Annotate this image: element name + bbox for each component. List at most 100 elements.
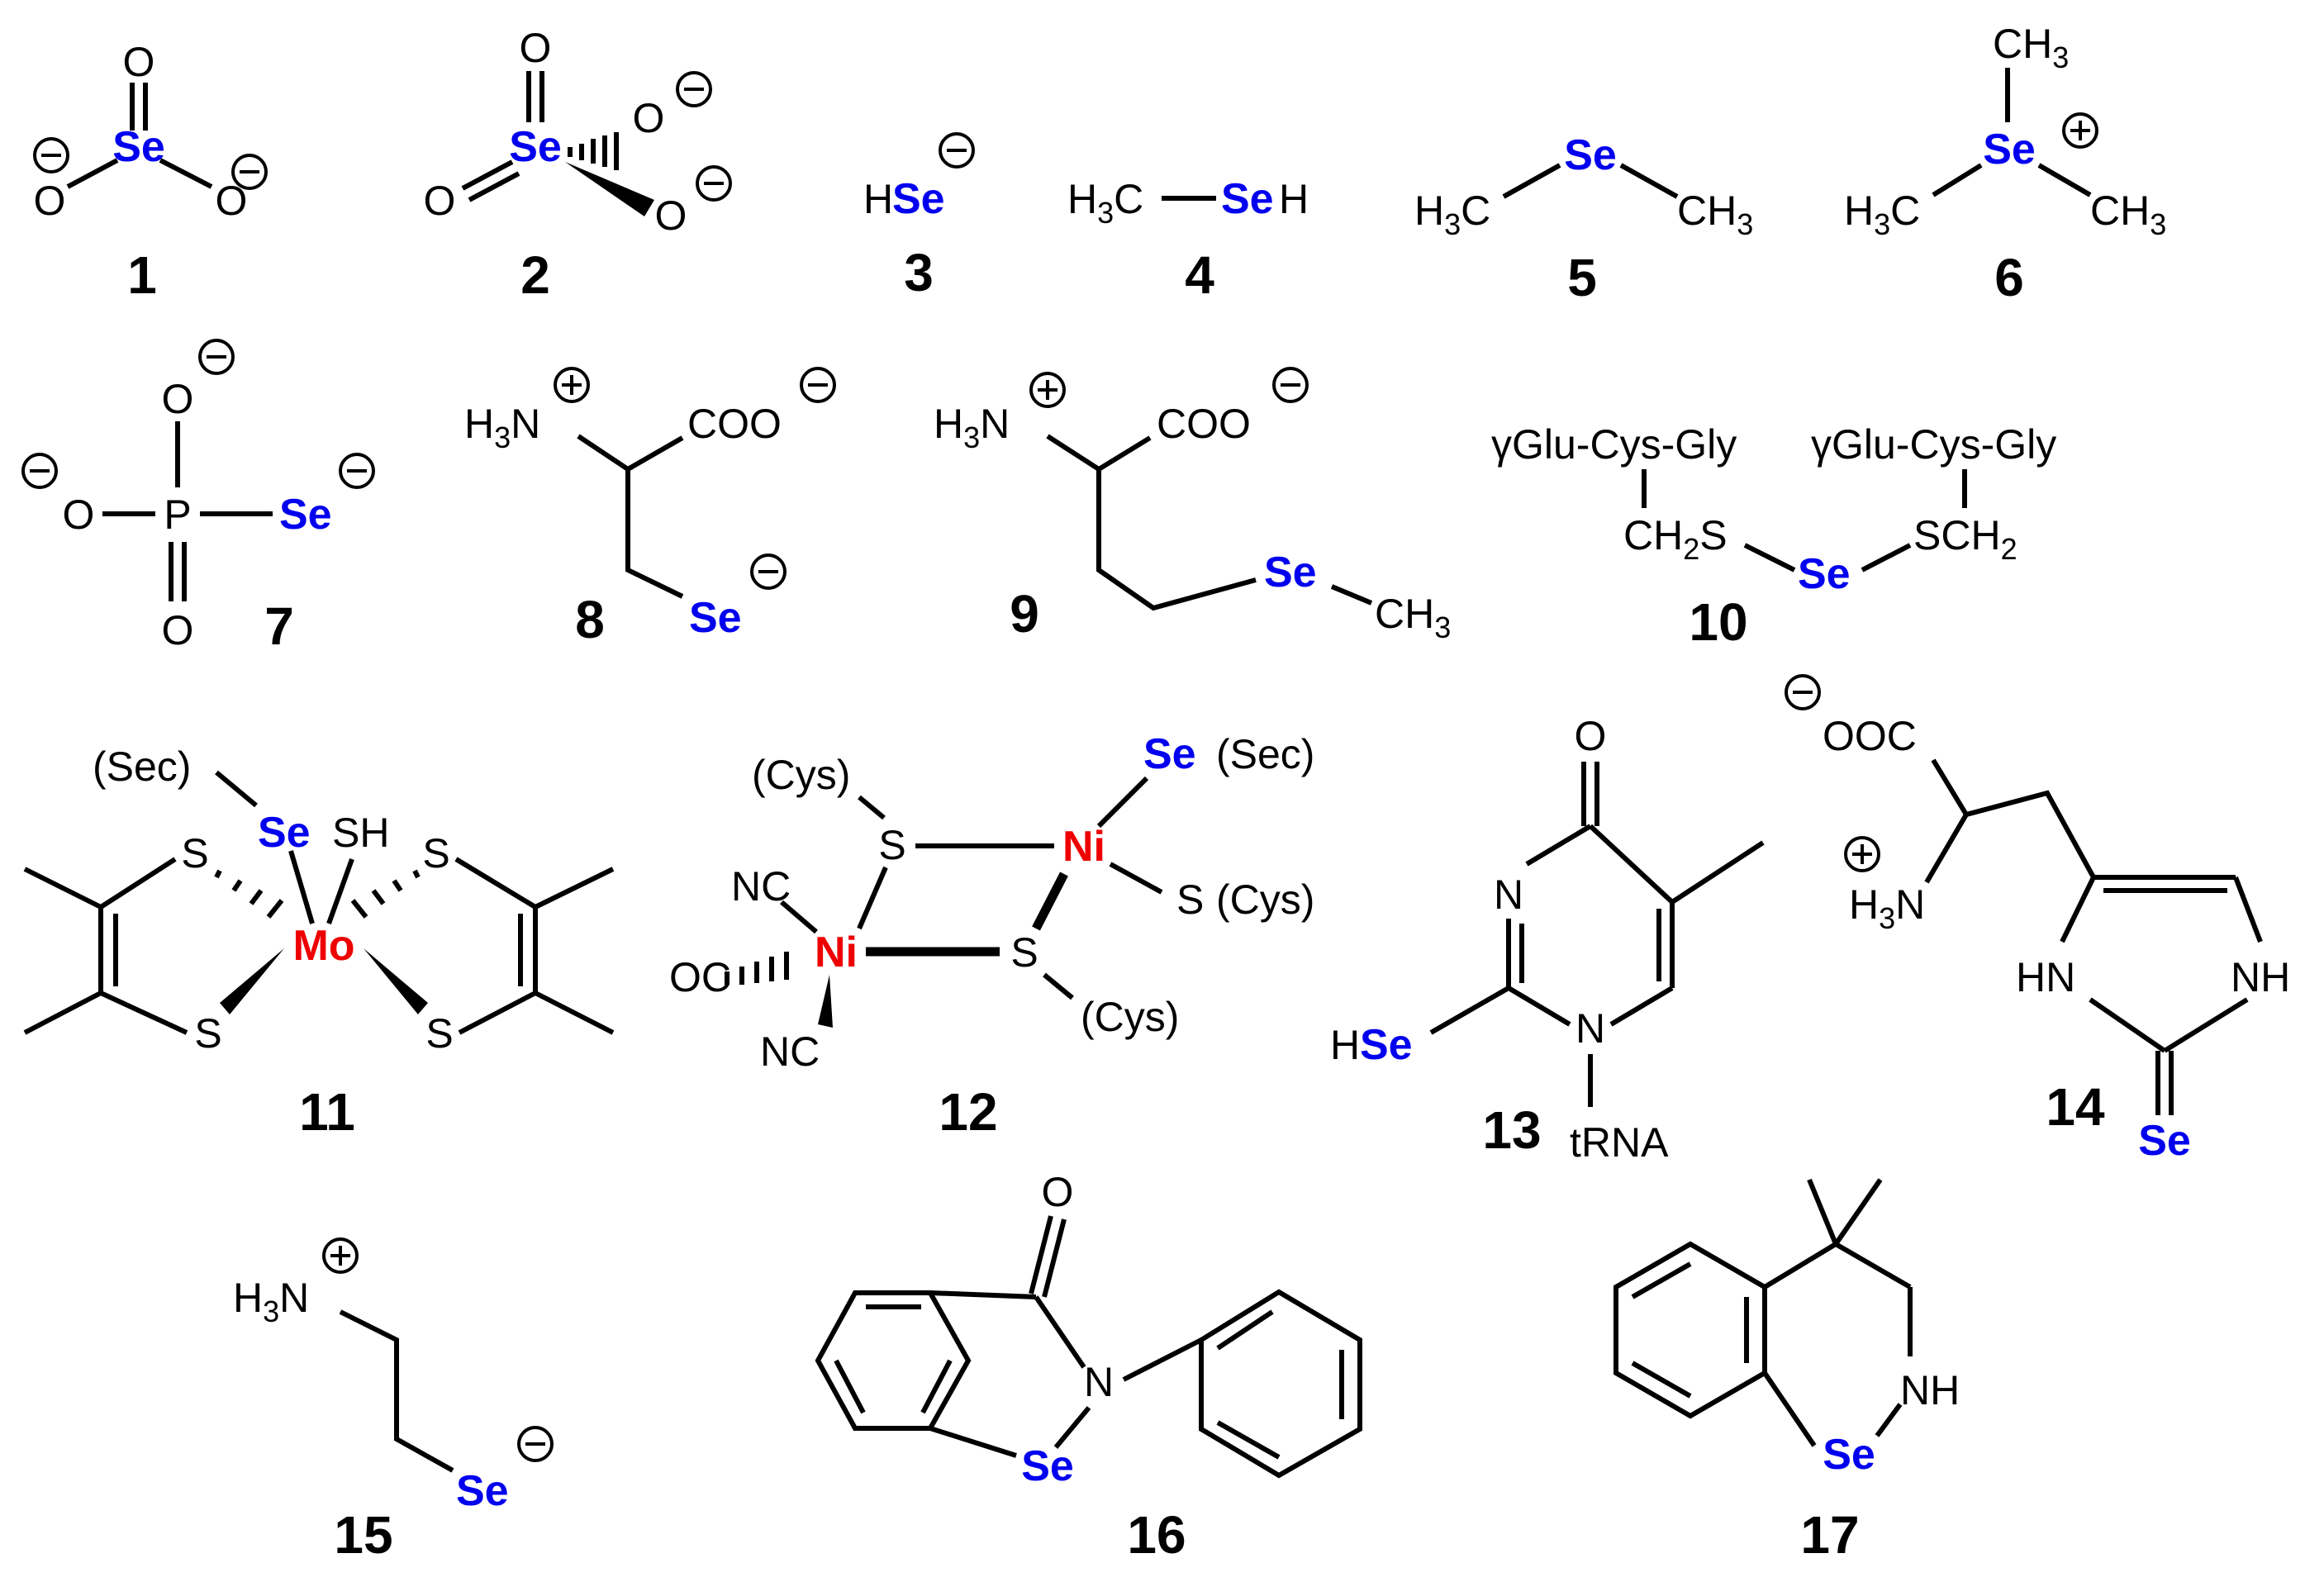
compound-5: Se H3C CH3 5: [1414, 131, 1753, 307]
compound-number: 1: [127, 245, 157, 305]
compound-number: 3: [904, 243, 934, 302]
cys-residue-right: (Cys): [1216, 876, 1314, 923]
compound-number: 14: [2046, 1077, 2105, 1137]
minus-charge-icon: [1272, 367, 1309, 403]
compound-2: O Se O O O 2: [424, 25, 732, 305]
minus-charge-icon: [676, 71, 712, 107]
selenium-atom: Se: [1021, 1442, 1074, 1490]
glutathione-left: γGlu-Cys-Gly: [1491, 421, 1737, 468]
methylene-sulfur-right: SCH2: [1913, 512, 2017, 566]
minus-charge-icon: [1785, 674, 1821, 710]
methyl-group: CH3: [1375, 591, 1451, 644]
compound-number: 10: [1689, 592, 1747, 652]
amine-nh: NH: [1900, 1367, 1960, 1413]
compound-number: 17: [1800, 1505, 1859, 1565]
ammonium-group: H3N: [233, 1275, 309, 1328]
selenium-atom: Se: [279, 491, 332, 539]
plus-charge-icon: [554, 367, 590, 403]
carbonyl-oxygen: O: [1042, 1169, 1074, 1215]
methyl-right: CH3: [1677, 188, 1753, 241]
selenium-atom: Se: [1264, 549, 1317, 596]
carbonyl-ligand: OC: [669, 954, 731, 1000]
minus-charge-icon: [517, 1426, 554, 1462]
compound-number: 16: [1127, 1505, 1186, 1565]
compound-12: (Cys) S Ni Se (Sec) S (Cys) Ni S (Cys) N…: [669, 730, 1314, 1142]
minus-charge-icon: [939, 132, 975, 169]
sulfur-top: S: [878, 822, 905, 868]
selenone-atom: Se: [2138, 1117, 2191, 1165]
sulfur-upper-right: S: [422, 830, 449, 876]
methyl-left: H3C: [1414, 188, 1490, 241]
imidazole-nh-left: HN: [2016, 954, 2075, 1000]
oxo-atom-top: O: [520, 25, 552, 71]
ammonium-group: H3N: [934, 401, 1010, 454]
cys-residue-top: (Cys): [752, 752, 850, 798]
compound-16: O N Se 16: [815, 1169, 1362, 1565]
minus-charge-icon: [198, 339, 235, 375]
minus-charge-icon: [750, 553, 787, 590]
sulfur-bottom: S: [1010, 929, 1038, 976]
nickel-atom-lower: Ni: [815, 929, 858, 976]
cyanide-upper: NC: [731, 863, 791, 910]
phosphorus-atom: P: [164, 492, 191, 538]
methyl-group: H3C: [1067, 176, 1143, 230]
hydrogen-atom: H: [863, 176, 893, 222]
compound-15: H3N Se 15: [233, 1237, 554, 1565]
selenium-atom: Se: [509, 123, 562, 171]
oxo-atom: O: [123, 39, 155, 85]
compound-number: 7: [264, 596, 294, 656]
compound-7: O P O Se O 7: [21, 339, 375, 656]
imidazole-nh-right: NH: [2231, 954, 2290, 1000]
selenium-atom: Se: [1798, 550, 1851, 598]
selenium-atom: Se: [456, 1467, 509, 1515]
compound-number: 9: [1010, 584, 1039, 644]
sulfur-upper-left: S: [181, 830, 208, 876]
minus-charge-icon: [231, 154, 268, 190]
compound-number: 15: [334, 1505, 392, 1565]
oxo-atom-left: O: [424, 178, 456, 224]
compound-number: 13: [1482, 1100, 1541, 1160]
selenium-atom: Se: [1564, 131, 1617, 179]
compound-1: O Se O O 1: [33, 39, 268, 305]
selenium-atom: Se: [1143, 730, 1196, 778]
trna-substituent: tRNA: [1570, 1119, 1669, 1166]
methyl-left: H3C: [1844, 188, 1920, 241]
glutathione-right: γGlu-Cys-Gly: [1811, 421, 2056, 468]
selenium-atom: Se: [1823, 1431, 1875, 1479]
oxide-atom-right: O: [216, 178, 248, 224]
ammonium-group: H3N: [464, 401, 540, 454]
selenium-atom: Se: [1221, 175, 1274, 223]
sec-residue: (Sec): [1216, 731, 1314, 777]
selenium-atom: Se: [112, 123, 165, 171]
molybdenum-atom: Mo: [292, 922, 354, 970]
nitrogen-atom: N: [1084, 1359, 1114, 1405]
compound-9: H3N COO Se CH3 9: [934, 367, 1451, 644]
oxide-atom-lower: O: [655, 192, 687, 239]
nitrogen-n1: N: [1575, 1005, 1605, 1052]
oxo-atom: O: [1575, 713, 1607, 759]
carboxylate-group: COO: [1157, 401, 1251, 447]
carboxylate-group: OOC: [1823, 713, 1917, 759]
sulfur-lower-left: S: [194, 1010, 221, 1057]
selenium-atom: Se: [689, 594, 742, 642]
methylene-sulfur-left: CH2S: [1623, 512, 1728, 566]
compound-14: OOC H3N HN NH Se 14: [1785, 674, 2290, 1165]
compound-17: NH Se 17: [1613, 1178, 1960, 1565]
compound-number: 11: [299, 1082, 355, 1142]
sulfur-right: S: [1176, 876, 1204, 923]
ammonium-group: H3N: [1849, 881, 1925, 935]
selenium-atom: Se: [1983, 126, 2036, 173]
compound-number: 5: [1567, 248, 1597, 307]
minus-charge-icon: [339, 453, 375, 489]
selenium-atom: Se: [258, 809, 311, 857]
plus-charge-icon: [2062, 112, 2098, 149]
plus-charge-icon: [1844, 836, 1880, 872]
minus-charge-icon: [21, 453, 58, 489]
carboxylate-group: COO: [687, 401, 782, 447]
minus-charge-icon: [800, 367, 836, 403]
compound-number: 2: [520, 245, 550, 305]
nitrogen-n3: N: [1494, 872, 1523, 918]
cys-residue-bottom: (Cys): [1081, 994, 1179, 1040]
